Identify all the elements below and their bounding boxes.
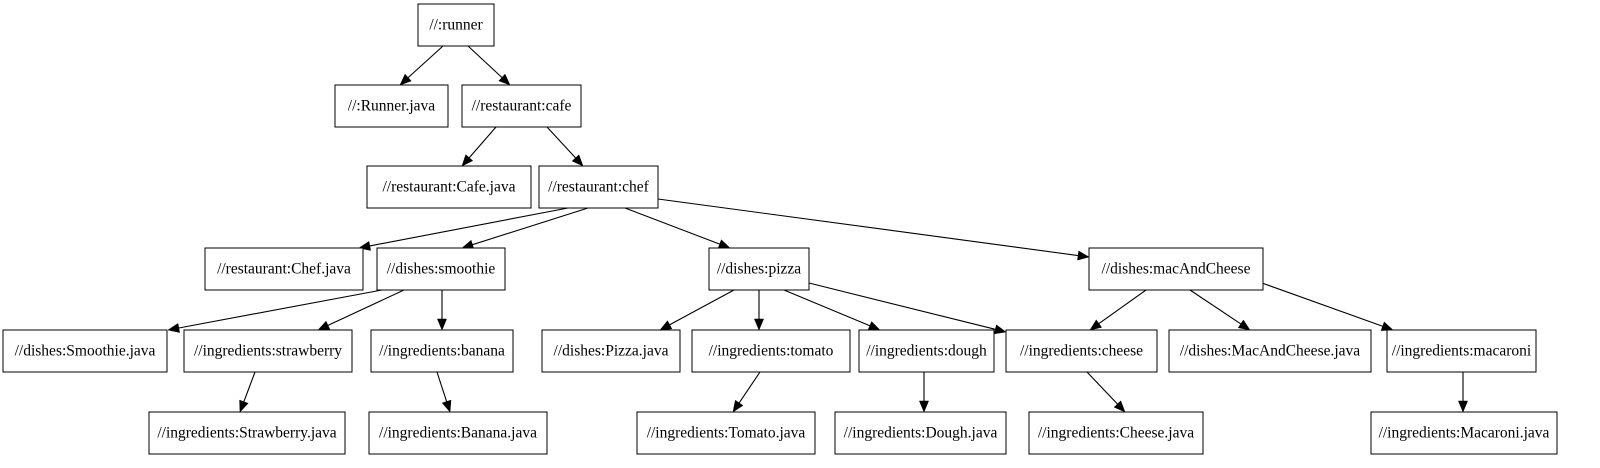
graph-node[interactable]: //ingredients:Banana.java	[368, 411, 548, 455]
node-label: //dishes:Smoothie.java	[15, 343, 156, 360]
node-label: //ingredients:strawberry	[194, 343, 342, 360]
node-label: //:Runner.java	[348, 98, 436, 115]
node-label: //ingredients:Banana.java	[379, 425, 537, 442]
node-box[interactable]	[1005, 329, 1158, 373]
graph-edge	[467, 45, 511, 86]
node-label: //dishes:pizza	[717, 261, 801, 278]
node-label: //ingredients:dough	[866, 343, 987, 360]
node-box[interactable]	[1168, 329, 1372, 373]
graph-edge	[358, 207, 569, 251]
node-label: //dishes:smoothie	[387, 261, 496, 278]
graph-node[interactable]: //dishes:pizza	[708, 247, 810, 291]
node-box[interactable]	[538, 165, 659, 209]
graph-edge	[659, 289, 735, 331]
graph-edge	[461, 126, 497, 167]
graph-edge	[657, 198, 1090, 261]
node-label: //ingredients:tomato	[709, 343, 834, 360]
nodes-layer: //:runner //:Runner.java //restaurant:cafe…	[2, 3, 1558, 455]
graph-edge	[436, 371, 452, 413]
node-box[interactable]	[1370, 411, 1558, 455]
graph-node[interactable]: //ingredients:Strawberry.java	[148, 411, 346, 455]
graph-node[interactable]: //ingredients:Dough.java	[834, 411, 1007, 455]
graph-node[interactable]: //restaurant:cafe	[461, 84, 582, 128]
node-label: //ingredients:Cheese.java	[1038, 425, 1194, 442]
graph-edge	[783, 289, 881, 331]
node-label: //dishes:MacAndCheese.java	[1180, 343, 1360, 360]
graph-edge	[167, 289, 383, 333]
graph-edge	[624, 207, 731, 249]
graph-edge	[399, 45, 444, 86]
graph-node[interactable]: //dishes:smoothie	[376, 247, 506, 291]
node-label: //:runner	[429, 17, 483, 34]
graph-node[interactable]: //ingredients:dough	[858, 329, 995, 373]
node-label: //ingredients:Dough.java	[844, 425, 998, 442]
graph-node[interactable]: //:runner	[417, 3, 495, 47]
node-label: //dishes:macAndCheese	[1102, 261, 1251, 278]
node-box[interactable]	[1386, 329, 1537, 373]
graph-node[interactable]: //restaurant:chef	[538, 165, 659, 209]
node-label: //ingredients:cheese	[1020, 343, 1143, 360]
graph-node[interactable]: //ingredients:cheese	[1005, 329, 1158, 373]
graph-edge	[1458, 372, 1468, 413]
node-box[interactable]	[461, 84, 582, 128]
graph-edge	[546, 126, 584, 167]
graph-edge	[1086, 371, 1126, 413]
node-box[interactable]	[1028, 411, 1204, 455]
graph-node[interactable]: //dishes:Pizza.java	[541, 329, 681, 373]
node-label: //restaurant:chef	[548, 179, 650, 196]
node-label: //ingredients:Macaroni.java	[1379, 425, 1550, 442]
node-box[interactable]	[376, 247, 506, 291]
graph-edge	[461, 207, 589, 250]
graph-node[interactable]: //ingredients:Tomato.java	[636, 411, 816, 455]
node-box[interactable]	[370, 329, 514, 373]
graph-edge	[317, 289, 405, 331]
graph-edge	[1089, 289, 1147, 331]
graph-node[interactable]: //dishes:Smoothie.java	[2, 329, 168, 373]
graph-node[interactable]: //ingredients:Cheese.java	[1028, 411, 1204, 455]
graph-edge	[1261, 282, 1394, 331]
graph-node[interactable]: //ingredients:tomato	[691, 329, 851, 373]
graph-node[interactable]: //ingredients:Macaroni.java	[1370, 411, 1558, 455]
node-box[interactable]	[636, 411, 816, 455]
graph-node[interactable]: //ingredients:strawberry	[183, 329, 353, 373]
node-box[interactable]	[148, 411, 346, 455]
node-label: //ingredients:Tomato.java	[647, 425, 806, 442]
node-label: //ingredients:Strawberry.java	[157, 425, 336, 442]
graph-edge	[754, 290, 764, 331]
node-box[interactable]	[334, 84, 449, 128]
graph-edge	[732, 371, 761, 413]
node-box[interactable]	[368, 411, 548, 455]
node-box[interactable]	[183, 329, 353, 373]
node-box[interactable]	[1088, 247, 1264, 291]
node-label: //restaurant:Chef.java	[217, 261, 351, 278]
node-box[interactable]	[366, 165, 532, 209]
graph-edge	[1189, 289, 1251, 331]
graph-node[interactable]: //restaurant:Chef.java	[204, 247, 364, 291]
graph-edge	[239, 371, 256, 413]
node-box[interactable]	[858, 329, 995, 373]
node-box[interactable]	[417, 3, 495, 47]
graph-node[interactable]: //ingredients:macaroni	[1386, 329, 1537, 373]
node-label: //dishes:Pizza.java	[554, 343, 669, 360]
graph-node[interactable]: //:Runner.java	[334, 84, 449, 128]
graph-edge	[437, 290, 447, 331]
node-label: //restaurant:Cafe.java	[383, 179, 516, 196]
node-box[interactable]	[691, 329, 851, 373]
node-box[interactable]	[204, 247, 364, 291]
node-label: //ingredients:banana	[379, 343, 505, 360]
graph-node[interactable]: //restaurant:Cafe.java	[366, 165, 532, 209]
node-box[interactable]	[834, 411, 1007, 455]
graph-node[interactable]: //dishes:macAndCheese	[1088, 247, 1264, 291]
graph-edge	[919, 372, 929, 413]
graph-node[interactable]: //ingredients:banana	[370, 329, 514, 373]
node-box[interactable]	[2, 329, 168, 373]
node-label: //restaurant:cafe	[472, 98, 572, 115]
node-box[interactable]	[708, 247, 810, 291]
node-label: //ingredients:macaroni	[1392, 343, 1532, 360]
graph-edge	[808, 282, 1007, 335]
node-box[interactable]	[541, 329, 681, 373]
graph-node[interactable]: //dishes:MacAndCheese.java	[1168, 329, 1372, 373]
